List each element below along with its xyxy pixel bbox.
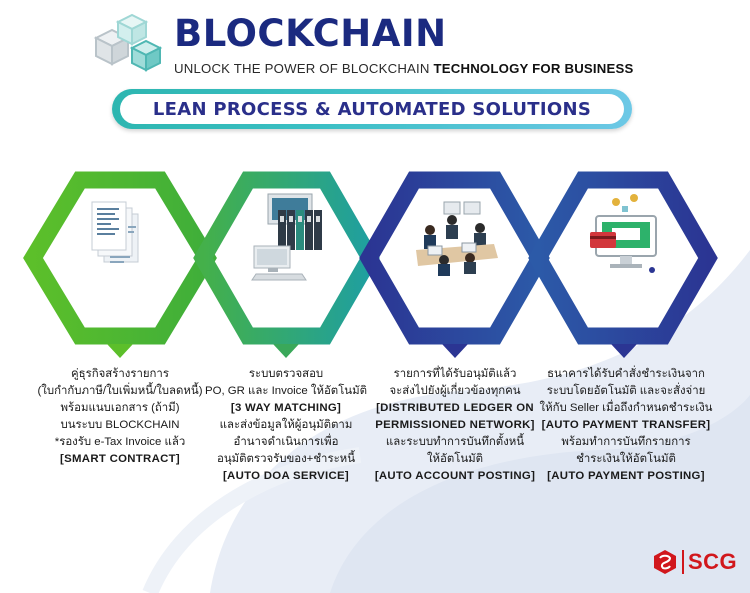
tagline-bold: TECHNOLOGY FOR BUSINESS	[433, 61, 634, 76]
scg-divider	[682, 550, 684, 574]
step-4-line-3: ให้กับ Seller เมื่อถึงกำหนดชำระเงิน	[539, 402, 713, 414]
process-chain	[23, 171, 718, 358]
scg-wordmark: SCG	[688, 549, 738, 574]
hexagon-step-2	[193, 171, 380, 345]
step-3-line-5: และระบบทำการบันทึกตั้งหนี้	[385, 436, 525, 448]
step-1-line-2: (ใบกำกับภาษี/ใบเพิ่มหนี้/ใบลดหนี้)	[37, 385, 203, 397]
step-1-line-1: คู่ธุรกิจสร้างรายการ	[71, 368, 169, 380]
step-2-line-6: อนุมัติตรวจรับของ+ชำระหนี้	[217, 453, 355, 465]
step-4-line-1: ธนาคารได้รับคำสั่งชำระเงินจาก	[547, 368, 705, 380]
step-3-line-7: [AUTO ACCOUNT POSTING]	[374, 470, 536, 482]
step-3-line-1: รายการที่ได้รับอนุมัติแล้ว	[393, 368, 517, 380]
step-4-line-2: ระบบโดยอัตโนมัติ และจะสั่งจ่าย	[546, 385, 706, 397]
step-4-line-6: ชำระเงินให้อัตโนมัติ	[576, 453, 676, 465]
page-title: BLOCKCHAIN	[174, 12, 447, 55]
pointer-step-4	[611, 344, 637, 358]
pointer-step-1	[107, 344, 133, 358]
step-3-line-3: [DISTRIBUTED LEDGER ON	[376, 402, 534, 414]
scg-emblem-icon	[654, 550, 676, 574]
hexagon-step-1	[23, 171, 217, 345]
scg-logo: SCG	[652, 548, 737, 576]
tagline: UNLOCK THE POWER OF BLOCKCHAIN TECHNOLOG…	[174, 61, 634, 76]
banner-inner: LEAN PROCESS & AUTOMATED SOLUTIONS	[120, 94, 624, 124]
step-3-line-4: PERMISSIONED NETWORK]	[375, 419, 535, 431]
pointer-step-2	[273, 344, 299, 358]
step-4-line-7: [AUTO PAYMENT POSTING]	[547, 470, 705, 482]
step-1-line-5: *รองรับ e-Tax Invoice แล้ว	[54, 436, 186, 448]
filing-computer-icon	[251, 193, 322, 281]
step-2-line-7: [AUTO DOA SERVICE]	[222, 470, 350, 482]
step-4-line-5: พร้อมทำการบันทึกรายการ	[561, 436, 691, 448]
online-payment-icon	[590, 194, 657, 273]
pointer-step-3	[442, 344, 468, 358]
step-1-line-6: [SMART CONTRACT]	[60, 453, 180, 465]
section-banner: LEAN PROCESS & AUTOMATED SOLUTIONS	[112, 89, 632, 129]
step-2-line-4: และส่งข้อมูลให้ผู้อนุมัติตาม	[219, 419, 353, 431]
step-3-line-6: ให้อัตโนมัติ	[426, 453, 484, 465]
step-2-description: ระบบตรวจสอบ PO, GR และ Invoice ให้อัตโนม…	[200, 366, 372, 485]
step-1-line-4: บนระบบ BLOCKCHAIN	[60, 419, 180, 431]
hexagon-step-4	[528, 171, 718, 345]
step-4-line-4: [AUTO PAYMENT TRANSFER]	[541, 419, 711, 431]
step-2-line-5: อำนาจดำเนินการเพื่อ	[233, 436, 339, 448]
hexagon-step-3	[359, 171, 550, 345]
step-2-line-3: [3 WAY MATCHING]	[230, 402, 342, 414]
step-1-description: คู่ธุรกิจสร้างรายการ (ใบกำกับภาษี/ใบเพิ่…	[34, 366, 206, 468]
step-3-line-2: จะส่งไปยังผู้เกี่ยวข้องทุกคน	[389, 385, 521, 397]
step-4-description: ธนาคารได้รับคำสั่งชำระเงินจาก ระบบโดยอัต…	[538, 366, 714, 485]
cubes-logo-icon	[93, 13, 163, 72]
tagline-regular: UNLOCK THE POWER OF BLOCKCHAIN	[174, 61, 434, 76]
step-1-line-3: พร้อมแนบเอกสาร (ถ้ามี)	[60, 402, 180, 414]
documents-icon	[91, 201, 139, 263]
step-2-line-2: PO, GR และ Invoice ให้อัตโนมัติ	[204, 385, 368, 397]
step-3-description: รายการที่ได้รับอนุมัติแล้ว จะส่งไปยังผู้…	[369, 366, 541, 485]
meeting-team-icon	[416, 201, 498, 276]
banner-text: LEAN PROCESS & AUTOMATED SOLUTIONS	[152, 98, 592, 120]
step-2-line-1: ระบบตรวจสอบ	[248, 368, 324, 380]
